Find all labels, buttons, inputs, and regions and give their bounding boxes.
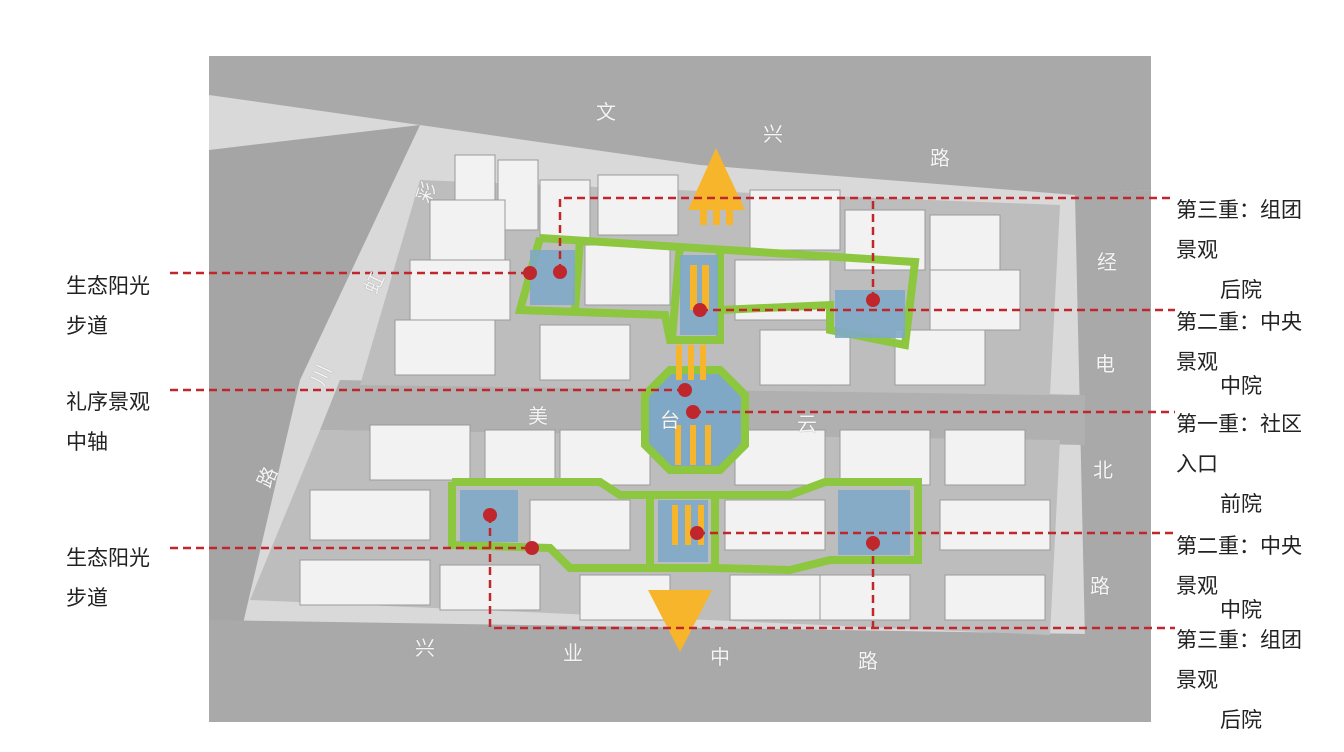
- road-east-char: 电: [1095, 352, 1115, 376]
- road-east-char: 路: [1090, 574, 1110, 598]
- road-south-char: 路: [858, 649, 878, 673]
- road-north-char: 兴: [763, 122, 783, 146]
- road-middle-char: 台: [660, 408, 680, 432]
- entrance-plaza: [641, 366, 749, 474]
- label-line: 第三重：组团: [1176, 198, 1302, 222]
- label-line: 第二重：中央: [1176, 534, 1302, 558]
- label-line: 中院: [1220, 374, 1262, 398]
- road-south-char: 中: [710, 645, 730, 669]
- label-line: 前院: [1220, 492, 1262, 516]
- label-line: 景观: [1176, 668, 1218, 692]
- north-pool-center: [680, 255, 718, 335]
- road-south-char: 业: [563, 641, 583, 665]
- label-line: 后院: [1220, 708, 1262, 732]
- label-line: 中院: [1220, 598, 1262, 622]
- label-line: 礼序景观: [66, 390, 150, 414]
- leader-dots: [483, 265, 880, 555]
- north-buildings: [394, 154, 1021, 386]
- road-middle-char: 云: [797, 412, 817, 436]
- south-eco-path: [448, 478, 922, 575]
- road-east-char: 经: [1097, 250, 1117, 274]
- label-line: 第二重：中央: [1176, 310, 1302, 334]
- road-middle-char: 美: [528, 404, 548, 428]
- label-line: 第一重：社区: [1176, 412, 1302, 436]
- label-line: 景观: [1176, 238, 1218, 262]
- label-eco-path-top: 生态阳光 步道: [66, 266, 150, 346]
- north-road: [209, 56, 1151, 195]
- label-line: 中轴: [66, 430, 108, 454]
- label-layer-two-bottom: 第二重：中央 景观 中院: [1176, 526, 1302, 630]
- label-layer-one: 第一重：社区 入口 前院: [1176, 404, 1302, 524]
- label-line: 景观: [1176, 350, 1218, 374]
- south-road: [209, 620, 1151, 722]
- north-arrow: [688, 148, 745, 210]
- label-line: 生态阳光: [66, 546, 150, 570]
- label-layer-three-top: 第三重：组团 景观 后院: [1176, 190, 1302, 310]
- label-line: 入口: [1176, 452, 1218, 476]
- label-layer-two-top: 第二重：中央 景观 中院: [1176, 302, 1302, 406]
- leader-lines: [170, 196, 1175, 630]
- label-layer-three-bottom: 第三重：组团 景观 后院: [1176, 620, 1302, 740]
- label-line: 景观: [1176, 574, 1218, 598]
- east-road: [1075, 190, 1151, 640]
- road-east-char: 北: [1093, 458, 1113, 482]
- south-arrow: [648, 590, 712, 652]
- road-south-char: 兴: [415, 636, 435, 660]
- label-line: 步道: [66, 586, 108, 610]
- label-line: 生态阳光: [66, 274, 150, 298]
- label-line: 第三重：组团: [1176, 628, 1302, 652]
- label-eco-path-bottom: 生态阳光 步道: [66, 538, 150, 618]
- road-north-char: 文: [596, 100, 616, 124]
- label-line: 后院: [1220, 278, 1262, 302]
- road-north-char: 路: [930, 146, 950, 170]
- north-pool-left: [530, 250, 575, 305]
- label-ceremonial-axis: 礼序景观 中轴: [66, 382, 150, 462]
- label-line: 步道: [66, 314, 108, 338]
